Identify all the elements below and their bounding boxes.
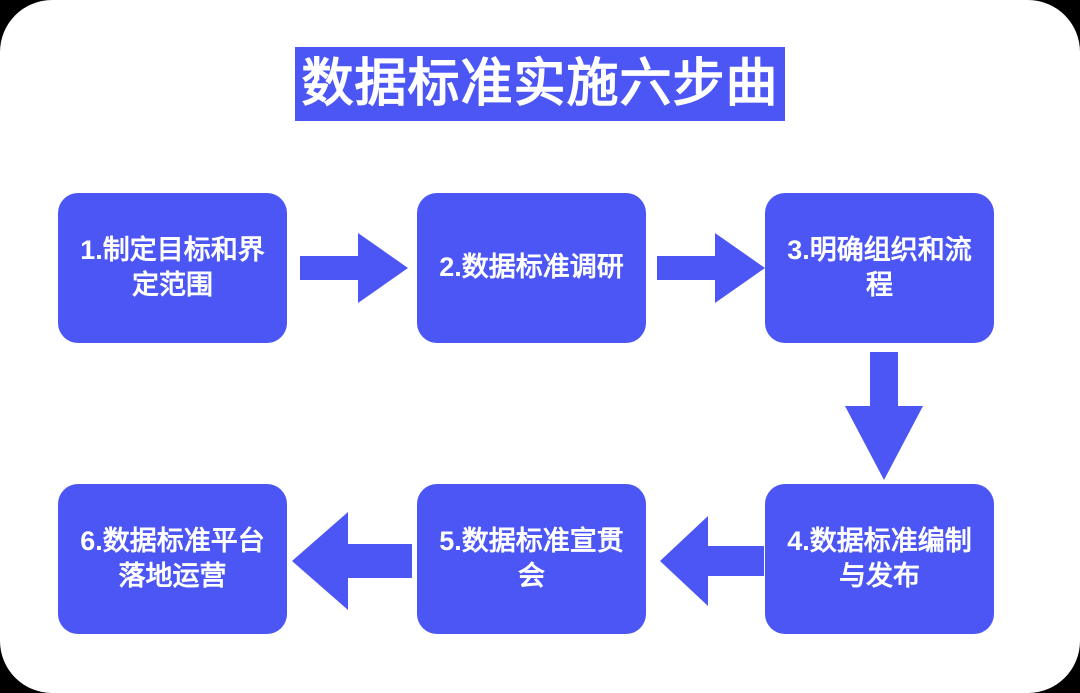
step-box-4[interactable]: 4.数据标准编制与发布 [765, 484, 994, 634]
arrow-left-step5-to-step6 [292, 512, 412, 610]
step-box-5[interactable]: 5.数据标准宣贯会 [417, 484, 646, 634]
arrow-left-step4-to-step5 [660, 516, 764, 606]
arrow-down-step3-to-step4 [845, 352, 923, 480]
step-box-1[interactable]: 1.制定目标和界定范围 [58, 193, 287, 343]
step-box-2[interactable]: 2.数据标准调研 [417, 193, 646, 343]
step-box-4-label: 4.数据标准编制与发布 [787, 525, 972, 591]
step-box-1-label: 1.制定目标和界定范围 [80, 234, 265, 300]
arrow-right-step1-to-step2 [300, 233, 408, 303]
arrow-right-step2-to-step3 [657, 233, 765, 303]
step-box-2-label: 2.数据标准调研 [439, 252, 624, 283]
step-box-6-label: 6.数据标准平台落地运营 [80, 525, 265, 591]
step-box-6[interactable]: 6.数据标准平台落地运营 [58, 484, 287, 634]
step-box-3[interactable]: 3.明确组织和流程 [765, 193, 994, 343]
page-title: 数据标准实施六步曲 [301, 55, 779, 113]
diagram-title-banner: 数据标准实施六步曲 [295, 47, 785, 121]
step-box-5-label: 5.数据标准宣贯会 [439, 525, 624, 591]
step-box-3-label: 3.明确组织和流程 [787, 234, 972, 300]
